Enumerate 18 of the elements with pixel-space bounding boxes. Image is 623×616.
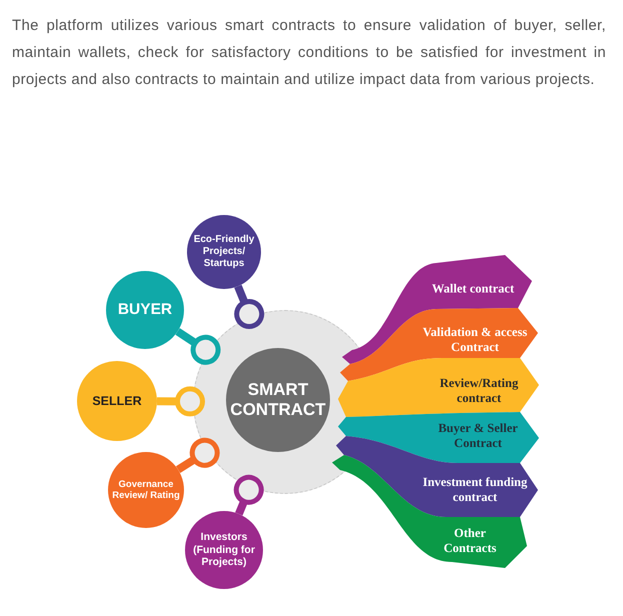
node-label: Investors (Funding for Projects) xyxy=(192,531,256,569)
ring-connector xyxy=(234,474,264,516)
ribbon-label: Investment funding contract xyxy=(422,475,528,505)
description-text: The platform utilizes various smart contracts to ensure validation of buyer, seller, maintain wallets, check for satisfactory conditions to be satisfied for investment in projects and also contracts to maintain and utilize impact data from various projects. xyxy=(12,16,606,90)
ribbon-label: Review/Rating contract xyxy=(438,376,520,406)
center-label: SMART CONTRACT xyxy=(229,380,327,420)
node-label: SELLER xyxy=(91,394,143,408)
ring-connector xyxy=(156,386,205,416)
ring-connector xyxy=(175,328,221,365)
ribbon-label: Buyer & Seller Contract xyxy=(437,421,519,451)
node-label: BUYER xyxy=(116,300,174,320)
ribbon-label: Wallet contract xyxy=(430,282,516,296)
ribbon-label: Validation & access Contract xyxy=(422,325,528,355)
node-label: Governance Review/ Rating xyxy=(111,478,181,502)
ring-connector xyxy=(234,284,264,329)
ring-connector xyxy=(176,438,220,474)
ribbon-label: Other Contracts xyxy=(442,526,498,556)
node-label: Eco-Friendly Projects/ Startups xyxy=(192,234,256,270)
